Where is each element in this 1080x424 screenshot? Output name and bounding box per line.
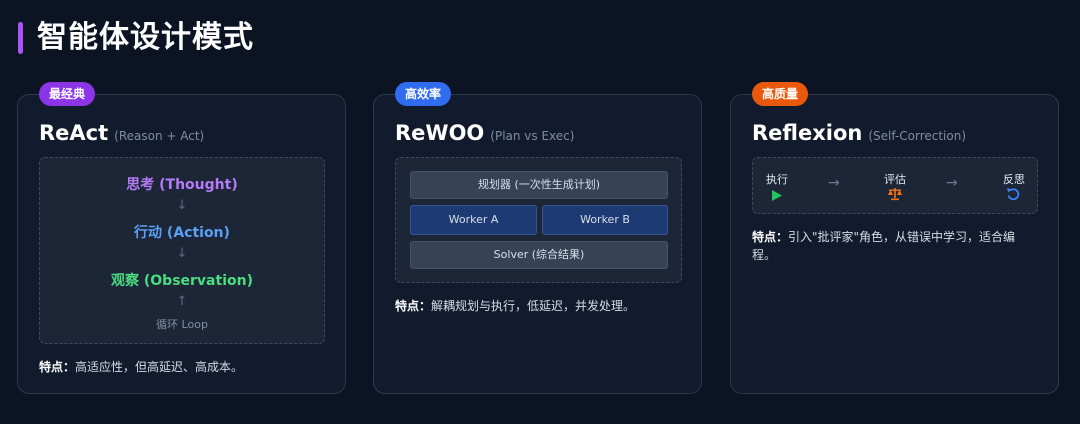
title-accent-bar [18,22,23,54]
card-subtitle-rewoo: (Plan vs Exec) [490,129,575,143]
card-heading-rewoo: ReWOO (Plan vs Exec) [395,119,574,150]
reflexion-diagram: 执行 → 评估 → 反思 [752,157,1038,214]
feature-label: 特点： [39,360,76,374]
feature-text: 引入"批评家"角色，从错误中学习，适合编程。 [752,230,1016,262]
card-react: 最经典 ReAct (Reason + Act) 思考 (Thought) ↓ 行… [17,82,346,394]
node-label-reflect: 反思 [1003,173,1025,186]
right-arrow-icon: → [946,175,958,191]
step-action: 行动 (Action) [134,225,230,241]
badge-rewoo: 高效率 [395,82,452,106]
card-name-react: ReAct [39,121,109,145]
down-arrow-icon: ↓ [176,246,188,261]
card-subtitle-reflexion: (Self-Correction) [868,129,967,143]
worker-b-block: Worker B [542,205,668,235]
up-arrow-icon: ↑ [176,294,188,309]
card-reflexion: 高质量 Reflexion (Self-Correction) 执行 → 评估 [730,82,1059,394]
feature-label: 特点： [752,230,789,244]
badge-react: 最经典 [39,82,96,106]
scale-icon [887,186,903,205]
down-arrow-icon: ↓ [176,198,188,213]
page-title: 智能体设计模式 [37,20,254,55]
card-heading-react: ReAct (Reason + Act) [39,119,204,150]
undo-icon [1006,186,1020,205]
loop-label: 循环 Loop [156,318,208,331]
card-rewoo: 高效率 ReWOO (Plan vs Exec) 规划器 (一次性生成计划) Wo… [373,82,702,394]
react-diagram: 思考 (Thought) ↓ 行动 (Action) ↓ 观察 (Observa… [39,157,325,344]
card-subtitle-react: (Reason + Act) [114,129,205,143]
feature-text: 高适应性，但高延迟、高成本。 [75,360,244,374]
node-label-evaluate: 评估 [884,173,906,186]
card-heading-reflexion: Reflexion (Self-Correction) [752,119,966,150]
card-name-rewoo: ReWOO [395,121,485,145]
feature-react: 特点：高适应性，但高延迟、高成本。 [39,358,325,376]
node-label-execute: 执行 [766,173,788,186]
card-name-reflexion: Reflexion [752,121,863,145]
step-observation: 观察 (Observation) [111,273,253,289]
solver-block: Solver (综合结果) [410,241,668,269]
planner-block: 规划器 (一次性生成计划) [410,171,668,199]
feature-reflexion: 特点：引入"批评家"角色，从错误中学习，适合编程。 [752,228,1038,264]
right-arrow-icon: → [828,175,840,191]
step-thought: 思考 (Thought) [126,177,238,193]
play-icon [771,187,783,206]
badge-reflexion: 高质量 [752,82,809,106]
feature-rewoo: 特点：解耦规划与执行，低延迟，并发处理。 [395,297,681,315]
rewoo-diagram: 规划器 (一次性生成计划) Worker A Worker B Solver (… [395,157,682,283]
worker-a-block: Worker A [410,205,537,235]
feature-text: 解耦规划与执行，低延迟，并发处理。 [431,299,636,313]
feature-label: 特点： [395,299,432,313]
